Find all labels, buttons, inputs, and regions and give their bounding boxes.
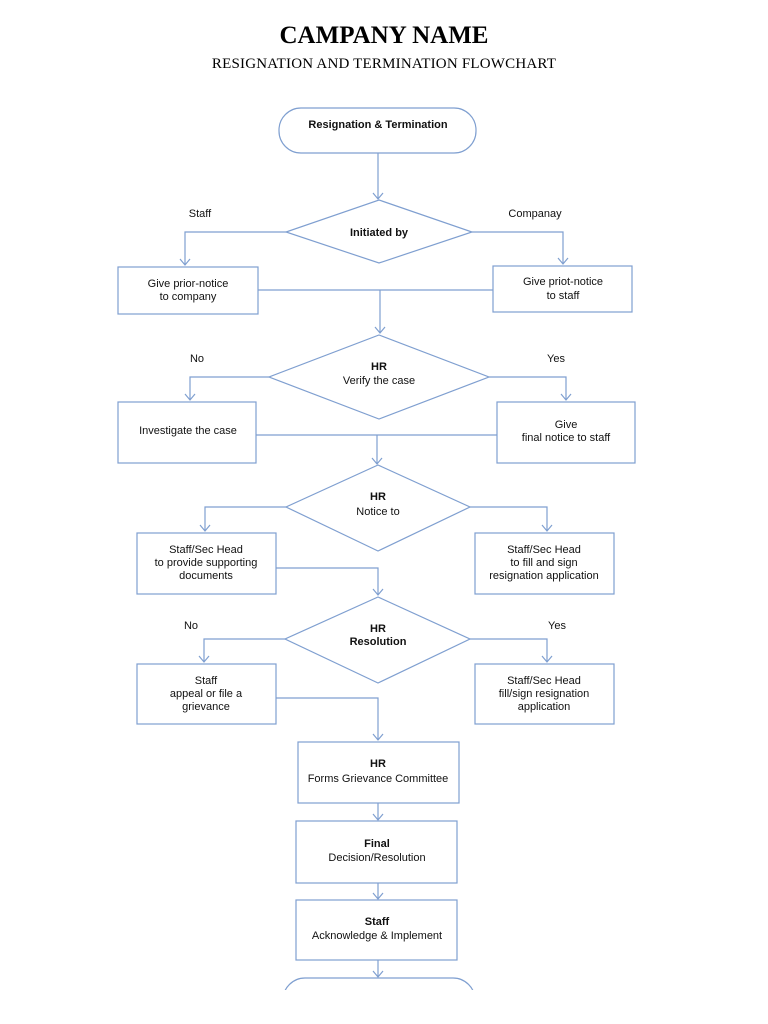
svg-text:to provide supporting: to provide supporting (155, 557, 258, 569)
connector (256, 434, 497, 464)
decision-resolution: HR Resolution (283, 596, 472, 684)
decision-notice-to: HR Notice to (284, 464, 472, 552)
arrow-head-icon (198, 655, 210, 663)
connector (470, 638, 548, 662)
connector (184, 231, 286, 265)
svg-text:Staff: Staff (195, 675, 218, 687)
page-title: CAMPANY NAME (279, 22, 489, 49)
svg-text:Decision/Resolution: Decision/Resolution (328, 852, 425, 864)
box-grievance-committee: HR Forms Grievance Committee (297, 741, 460, 804)
svg-text:to fill and sign: to fill and sign (510, 557, 577, 569)
svg-text:resignation application: resignation application (489, 570, 598, 582)
svg-text:Give: Give (555, 419, 578, 431)
box-fill-sign-resignation: Staff/Sec Head fill/sign resignation app… (474, 663, 615, 725)
box-fill-sign: Staff/Sec Head to fill and sign resignat… (474, 532, 615, 595)
svg-text:to company: to company (160, 291, 217, 303)
svg-text:Resignation & Termination: Resignation & Termination (308, 119, 447, 131)
svg-text:final notice to staff: final notice to staff (522, 432, 611, 444)
branch-label-no: No (190, 353, 204, 365)
box-acknowledge: Staff Acknowledge & Implement (295, 899, 458, 961)
connector (203, 638, 285, 662)
arrow-head-icon (541, 524, 553, 532)
svg-text:Verify the case: Verify the case (343, 375, 415, 387)
connector (204, 506, 286, 531)
svg-text:Initiated by: Initiated by (350, 227, 409, 239)
arrow-head-icon (372, 588, 384, 596)
page-subtitle: RESIGNATION AND TERMINATION FLOWCHART (211, 56, 557, 72)
svg-text:fill/sign resignation: fill/sign resignation (499, 688, 590, 700)
svg-text:Forms Grievance Committee: Forms Grievance Committee (308, 773, 449, 785)
arrow-head-icon (179, 258, 191, 266)
box-company-notice: Give priot-notice to staff (492, 265, 633, 313)
branch-label-yes: Yes (547, 353, 565, 365)
arrowheads (179, 192, 572, 978)
decision-initiated-by: Initiated by (284, 199, 474, 264)
svg-text:Notice to: Notice to (356, 506, 399, 518)
decision-verify-case: HR Verify the case (267, 334, 491, 420)
connector (472, 231, 564, 264)
connector (276, 567, 379, 595)
svg-text:HR: HR (370, 623, 386, 635)
svg-text:Staff: Staff (365, 916, 390, 928)
box-final-decision: Final Decision/Resolution (295, 820, 458, 884)
box-staff-notice: Give prior-notice to company (117, 266, 259, 315)
arrow-head-icon (372, 192, 384, 200)
svg-text:appeal or file a: appeal or file a (170, 688, 243, 700)
connector (276, 697, 379, 740)
branch-label-staff: Staff (189, 208, 212, 220)
arrow-head-icon (184, 393, 196, 401)
svg-text:to staff: to staff (547, 290, 581, 302)
arrow-head-icon (371, 457, 383, 465)
connector (470, 506, 548, 531)
start-terminator: Resignation & Termination (278, 107, 477, 154)
connector (189, 376, 269, 400)
svg-text:documents: documents (179, 570, 233, 582)
svg-text:Give prior-notice: Give prior-notice (148, 278, 229, 290)
svg-text:HR: HR (371, 361, 387, 373)
svg-text:Investigate the case: Investigate the case (139, 425, 237, 437)
arrow-head-icon (199, 524, 211, 532)
box-supporting-documents: Staff/Sec Head to provide supporting doc… (136, 532, 277, 595)
arrow-head-icon (374, 326, 386, 334)
svg-text:Final: Final (364, 838, 390, 850)
svg-text:HR: HR (370, 491, 386, 503)
svg-text:application: application (518, 701, 571, 713)
svg-text:Staff/Sec Head: Staff/Sec Head (507, 544, 581, 556)
box-investigate: Investigate the case (117, 401, 257, 464)
svg-text:Give priot-notice: Give priot-notice (523, 276, 603, 288)
branch-label-company: Companay (508, 208, 562, 220)
arrow-head-icon (372, 733, 384, 741)
arrow-head-icon (560, 393, 572, 401)
box-appeal: Staff appeal or file a grievance (136, 663, 277, 725)
arrow-head-icon (541, 655, 553, 663)
branch-label-no: No (184, 620, 198, 632)
box-final-notice: Give final notice to staff (496, 401, 636, 464)
svg-text:Acknowledge & Implement: Acknowledge & Implement (312, 930, 442, 942)
svg-text:Resolution: Resolution (350, 636, 407, 648)
end-terminator (284, 977, 474, 990)
svg-text:HR: HR (370, 758, 386, 770)
branch-label-yes: Yes (548, 620, 566, 632)
arrow-head-icon (557, 257, 569, 265)
arrow-head-icon (372, 892, 384, 900)
svg-text:Staff/Sec Head: Staff/Sec Head (169, 544, 243, 556)
connectors (184, 153, 567, 977)
connector (258, 289, 493, 333)
svg-text:Staff/Sec Head: Staff/Sec Head (507, 675, 581, 687)
arrow-head-icon (372, 970, 384, 978)
connector (489, 376, 567, 400)
svg-text:grievance: grievance (182, 701, 230, 713)
arrow-head-icon (372, 813, 384, 821)
